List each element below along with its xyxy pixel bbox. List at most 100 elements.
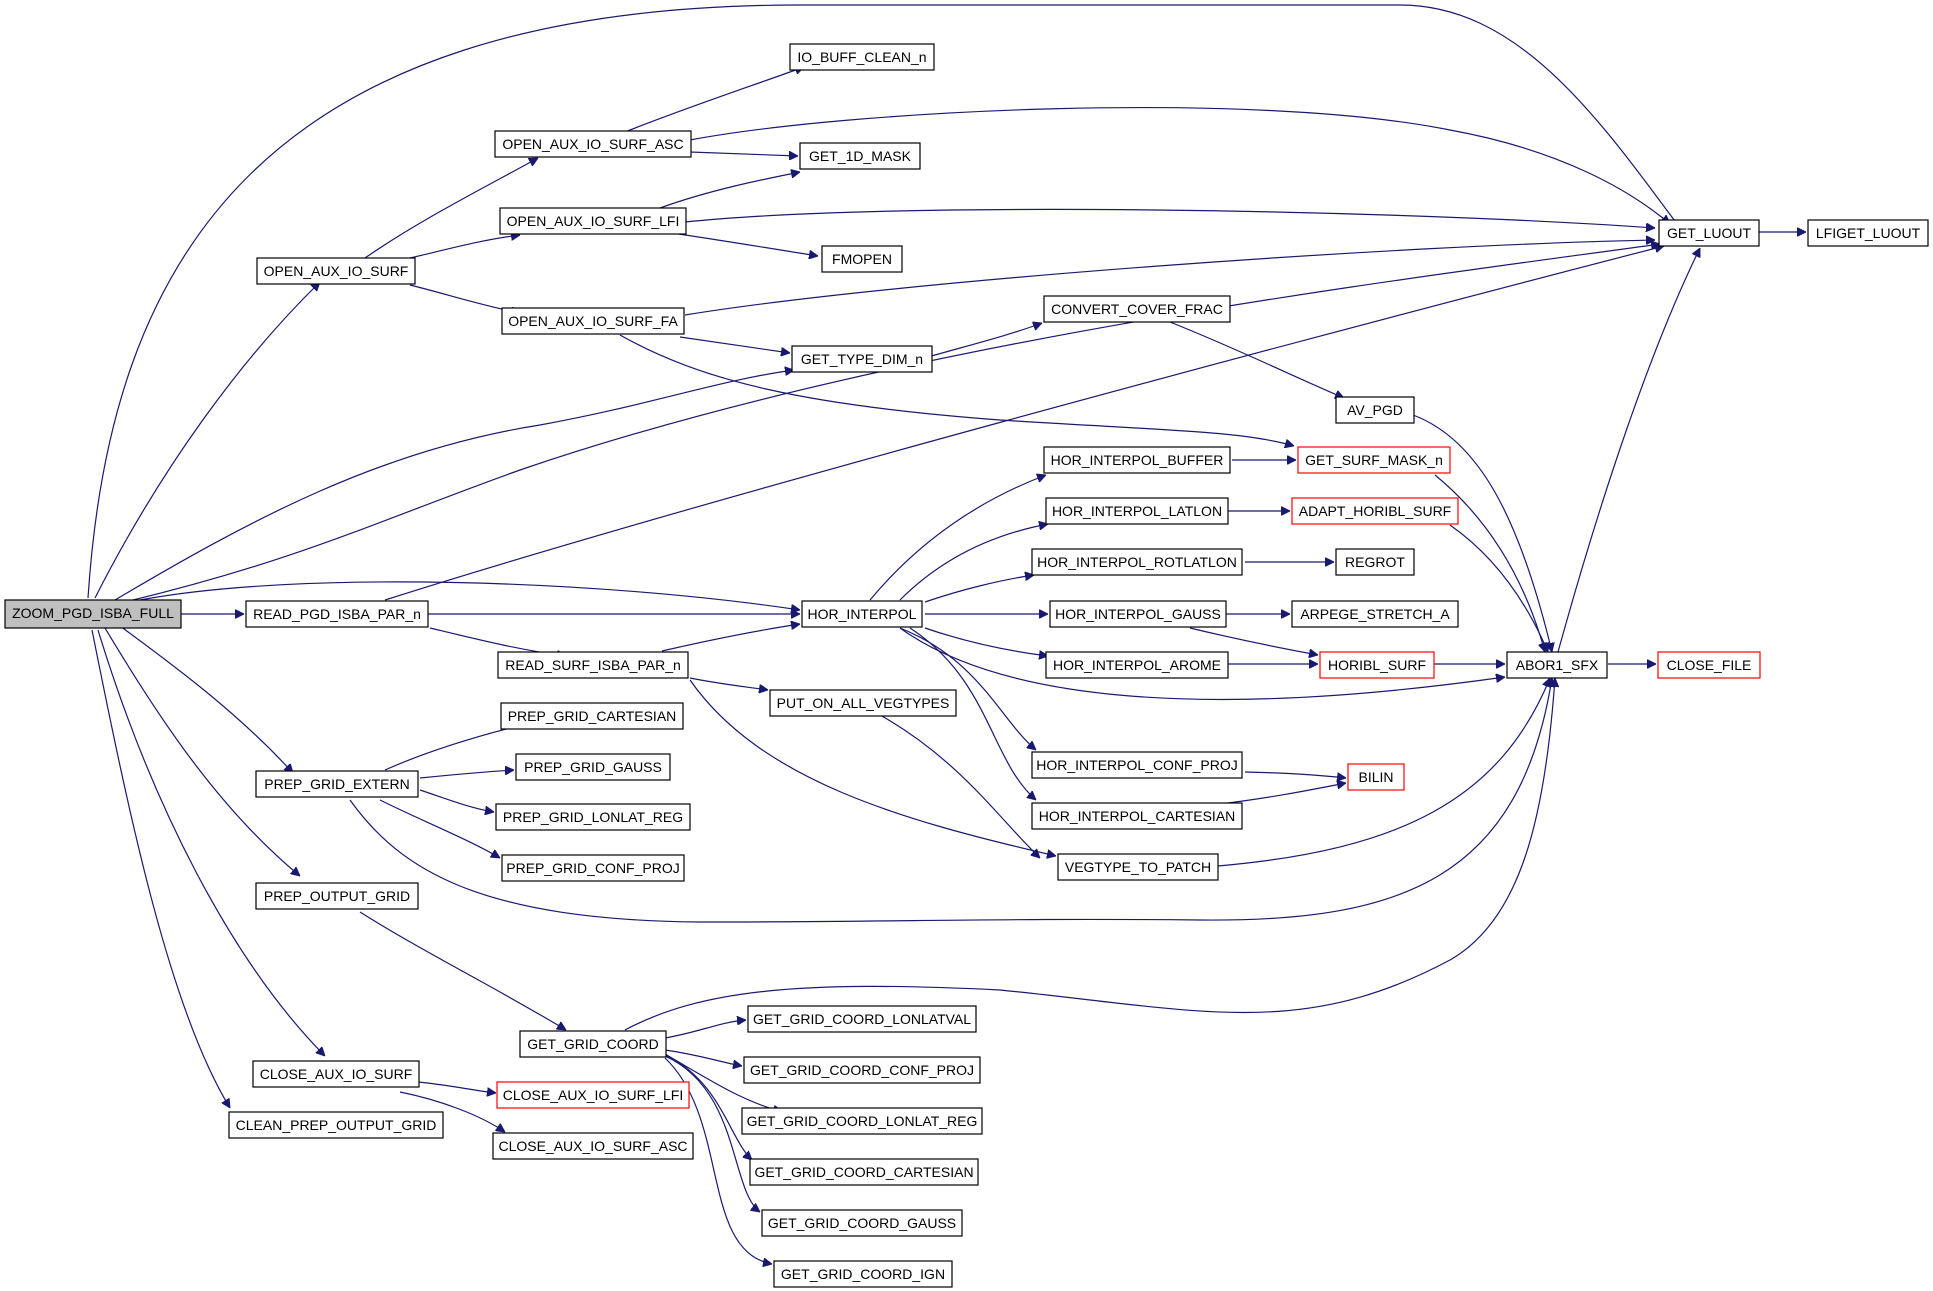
node-hor-interpol-arome[interactable]: HOR_INTERPOL_AROME [1045,651,1229,679]
node-prep-output-grid[interactable]: PREP_OUTPUT_GRID [255,882,419,910]
node-hor-interpol-buffer[interactable]: HOR_INTERPOL_BUFFER [1043,446,1231,474]
node-label: PREP_OUTPUT_GRID [264,888,410,904]
edge-root-get-luout-2 [124,244,1660,603]
edge-asc-get-1d-mask [689,152,798,156]
node-hor-interpol[interactable]: HOR_INTERPOL [801,600,923,628]
edge-av-pgd-abor1 [1412,414,1552,652]
edge-read-surf-hor [661,624,800,652]
edge-coord-conf-proj [664,1049,742,1066]
node-open-aux-io-surf-lfi[interactable]: OPEN_AUX_IO_SURF_LFI [499,207,687,235]
node-label: CLOSE_AUX_IO_SURF_ASC [498,1138,687,1154]
node-hor-interpol-cartesian[interactable]: HOR_INTERPOL_CARTESIAN [1031,802,1243,830]
node-label: HORIBL_SURF [1328,657,1426,673]
node-label: HOR_INTERPOL_GAUSS [1055,606,1221,622]
node-hor-interpol-rotlatlon[interactable]: HOR_INTERPOL_ROTLATLON [1031,548,1243,576]
edge-lfi-get-luout [684,208,1655,228]
node-get-surf-mask[interactable]: GET_SURF_MASK_n [1297,446,1451,474]
node-clean-prep-output-grid[interactable]: CLEAN_PREP_OUTPUT_GRID [228,1111,444,1139]
node-av-pgd[interactable]: AV_PGD [1335,396,1415,424]
node-prep-grid-conf-proj[interactable]: PREP_GRID_CONF_PROJ [501,854,685,882]
node-prep-grid-lonlat-reg[interactable]: PREP_GRID_LONLAT_REG [495,803,691,831]
edge-close-lfi [417,1081,496,1093]
edge-adapt-abor1 [1449,524,1548,652]
node-label: OPEN_AUX_IO_SURF [264,263,409,279]
edge-coord-cartesian [664,1054,752,1160]
node-read-pgd-isba-par[interactable]: READ_PGD_ISBA_PAR_n [245,600,429,628]
node-abor1-sfx[interactable]: ABOR1_SFX [1506,651,1608,679]
node-adapt-horibl-surf[interactable]: ADAPT_HORIBL_SURF [1291,497,1459,525]
node-get-grid-coord-lonlat-reg[interactable]: GET_GRID_COORD_LONLAT_REG [741,1107,983,1135]
node-read-surf-isba-par[interactable]: READ_SURF_ISBA_PAR_n [497,651,689,679]
node-label: BILIN [1358,769,1393,785]
node-open-aux-io-surf-asc[interactable]: OPEN_AUX_IO_SURF_ASC [494,130,692,158]
node-label: HOR_INTERPOL_CARTESIAN [1039,808,1236,824]
node-get-grid-coord[interactable]: GET_GRID_COORD [519,1030,667,1058]
node-close-file[interactable]: CLOSE_FILE [1657,651,1761,679]
edge-root-open-aux [94,282,320,599]
node-get-1d-mask[interactable]: GET_1D_MASK [799,142,921,170]
node-label: CLOSE_AUX_IO_SURF_LFI [503,1087,684,1103]
node-convert-cover-frac[interactable]: CONVERT_COVER_FRAC [1043,295,1231,323]
node-label: PUT_ON_ALL_VEGTYPES [777,695,950,711]
edge-extern-lonlat [419,789,494,812]
edge-lfi-fmopen [664,231,818,256]
node-io-buff-clean[interactable]: IO_BUFF_CLEAN_n [789,43,935,71]
node-label: OPEN_AUX_IO_SURF_ASC [502,136,683,152]
edge-root-get-luout [87,4,1683,599]
node-close-aux-io-surf-lfi[interactable]: CLOSE_AUX_IO_SURF_LFI [496,1081,690,1109]
node-regrot[interactable]: REGROT [1335,548,1415,576]
node-get-grid-coord-lonlatval[interactable]: GET_GRID_COORD_LONLATVAL [747,1005,977,1033]
node-label: HOR_INTERPOL_LATLON [1052,503,1222,519]
node-prep-grid-extern[interactable]: PREP_GRID_EXTERN [255,770,419,798]
node-label: GET_GRID_COORD_LONLAT_REG [747,1113,978,1129]
node-label: GET_GRID_COORD_CARTESIAN [754,1164,973,1180]
node-fmopen[interactable]: FMOPEN [821,245,903,273]
node-horibl-surf[interactable]: HORIBL_SURF [1319,651,1435,679]
node-prep-grid-cartesian[interactable]: PREP_GRID_CARTESIAN [500,702,684,730]
edge-hor-arome [924,627,1048,656]
node-label: GET_GRID_COORD [527,1036,658,1052]
edge-coord-abor1 [624,678,1555,1031]
node-label: ZOOM_PGD_ISBA_FULL [12,605,174,621]
node-open-aux-io-surf-fa[interactable]: OPEN_AUX_IO_SURF_FA [501,307,685,335]
node-label: OPEN_AUX_IO_SURF_LFI [507,213,680,229]
node-zoom-pgd-isba-full[interactable]: ZOOM_PGD_ISBA_FULL [4,599,182,629]
node-label: LFIGET_LUOUT [1816,225,1921,241]
edges [87,4,1806,1264]
node-get-luout[interactable]: GET_LUOUT [1658,219,1760,247]
node-close-aux-io-surf-asc[interactable]: CLOSE_AUX_IO_SURF_ASC [492,1132,694,1160]
node-open-aux-io-surf[interactable]: OPEN_AUX_IO_SURF [256,257,416,285]
edge-cartesian-bilin [1219,783,1346,805]
node-get-grid-coord-conf-proj[interactable]: GET_GRID_COORD_CONF_PROJ [743,1056,981,1084]
edge-fa-get-type-dim [679,336,790,353]
node-hor-interpol-gauss[interactable]: HOR_INTERPOL_GAUSS [1049,600,1227,628]
node-get-type-dim[interactable]: GET_TYPE_DIM_n [791,345,933,373]
node-bilin[interactable]: BILIN [1347,763,1405,791]
node-label: CLOSE_FILE [1667,657,1752,673]
node-get-grid-coord-gauss[interactable]: GET_GRID_COORD_GAUSS [761,1209,963,1237]
edge-root-get-type-dim [114,370,794,601]
node-put-on-all-vegtypes[interactable]: PUT_ON_ALL_VEGTYPES [769,689,957,717]
edge-conf-proj-bilin [1244,771,1346,778]
node-hor-interpol-conf-proj[interactable]: HOR_INTERPOL_CONF_PROJ [1031,751,1243,779]
node-hor-interpol-latlon[interactable]: HOR_INTERPOL_LATLON [1045,497,1229,525]
node-label: GET_LUOUT [1667,225,1751,241]
edge-root-clean-prep [91,629,230,1108]
node-label: REGROT [1345,554,1405,570]
node-prep-grid-gauss[interactable]: PREP_GRID_GAUSS [515,753,671,781]
edge-extern-conf-proj [379,799,500,858]
node-close-aux-io-surf[interactable]: CLOSE_AUX_IO_SURF [252,1060,420,1088]
node-vegtype-to-patch[interactable]: VEGTYPE_TO_PATCH [1057,853,1219,881]
node-lfiget-luout[interactable]: LFIGET_LUOUT [1807,219,1929,247]
node-get-grid-coord-cartesian[interactable]: GET_GRID_COORD_CARTESIAN [749,1158,979,1186]
node-arpege-stretch-a[interactable]: ARPEGE_STRETCH_A [1291,600,1459,628]
node-label: GET_GRID_COORD_CONF_PROJ [750,1062,974,1078]
edge-get-type-dim-convert [927,323,1042,358]
node-label: PREP_GRID_CONF_PROJ [506,860,679,876]
edge-fa-get-luout [684,240,1655,316]
node-label: CONVERT_COVER_FRAC [1051,301,1223,317]
node-label: AV_PGD [1347,402,1403,418]
node-get-grid-coord-ign[interactable]: GET_GRID_COORD_IGN [773,1260,953,1288]
node-label: HOR_INTERPOL_BUFFER [1051,452,1224,468]
